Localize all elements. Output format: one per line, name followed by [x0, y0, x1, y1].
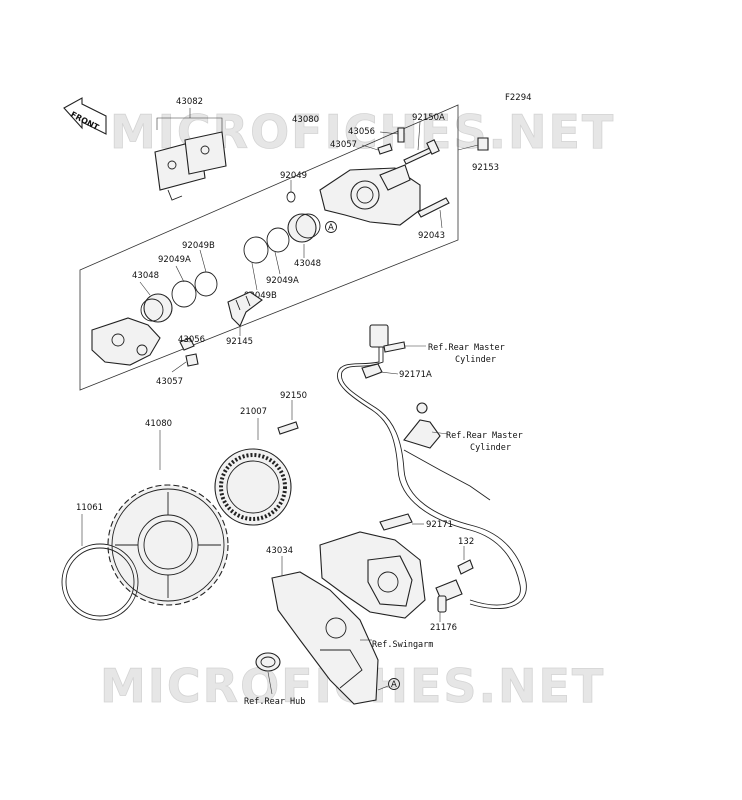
label-43056-top: 43056 — [348, 127, 375, 137]
seal-92049B-left — [194, 271, 218, 297]
brake-hose — [336, 324, 527, 610]
ref-rear-master-2-line2: Cylinder — [470, 443, 511, 453]
abs-sensor-21176 — [435, 579, 463, 613]
brake-disc-41080 — [107, 484, 229, 606]
caliper-body — [319, 164, 421, 226]
figure-code: F2294 — [505, 93, 532, 103]
screw-132 — [457, 559, 474, 575]
label-21176: 21176 — [430, 623, 457, 633]
clip-92171 — [379, 513, 413, 531]
label-92049: 92049 — [280, 171, 307, 181]
abs-rotor-21007 — [214, 448, 292, 526]
label-41080: 41080 — [145, 419, 172, 429]
label-92171: 92171 — [426, 520, 453, 530]
label-43057-top: 43057 — [330, 140, 357, 150]
label-92049A-left: 92049A — [158, 255, 191, 265]
label-92049B-left: 92049B — [182, 241, 215, 251]
label-43048-right: 43048 — [294, 259, 321, 269]
label-132: 132 — [458, 537, 474, 547]
label-92150A: 92150A — [412, 113, 445, 123]
seal-92049A-right — [266, 227, 290, 253]
hose-bracket — [403, 402, 491, 501]
label-92049B-right: 92049B — [244, 291, 277, 301]
label-92043: 92043 — [418, 231, 445, 241]
label-92171A: 92171A — [399, 370, 432, 380]
ref-rear-hub: Ref.Rear Hub — [244, 697, 305, 707]
label-11061: 11061 — [76, 503, 103, 513]
brake-pads — [154, 131, 227, 201]
label-43080: 43080 — [292, 115, 319, 125]
seal-92049B-right — [243, 236, 269, 264]
label-21007: 21007 — [240, 407, 267, 417]
label-92153: 92153 — [472, 163, 499, 173]
label-43048-left: 43048 — [132, 271, 159, 281]
bolt-92150A — [403, 139, 440, 165]
marker-a-bottom: A — [391, 680, 397, 690]
label-43057-bottom: 43057 — [156, 377, 183, 387]
caliper-holder — [91, 317, 199, 367]
front-arrow-icon: FRONT — [63, 97, 107, 135]
label-92150: 92150 — [280, 391, 307, 401]
label-92049A-right: 92049A — [266, 276, 299, 286]
ref-rear-master-1-line1: Ref.Rear Master — [428, 343, 505, 353]
ref-swingarm: Ref.Swingarm — [372, 640, 433, 650]
caliper-bracket-43034 — [271, 571, 379, 705]
pad-spring-92145 — [227, 291, 263, 327]
label-43034: 43034 — [266, 546, 293, 556]
label-92145: 92145 — [226, 337, 253, 347]
bolt-92150 — [277, 421, 299, 435]
label-43082: 43082 — [176, 97, 203, 107]
caliper-mounted — [319, 531, 426, 619]
rear-hub-collar — [255, 652, 281, 672]
piston-right — [287, 213, 321, 243]
caliper-assembly-box — [79, 104, 459, 391]
gasket-11061 — [61, 543, 139, 621]
marker-a-top: A — [328, 223, 334, 233]
piston-left — [140, 293, 173, 323]
label-43056-bottom: 43056 — [178, 335, 205, 345]
ref-rear-master-2-line1: Ref.Rear Master — [446, 431, 523, 441]
ref-rear-master-1-line2: Cylinder — [455, 355, 496, 365]
seal-92049A-left — [171, 280, 197, 308]
